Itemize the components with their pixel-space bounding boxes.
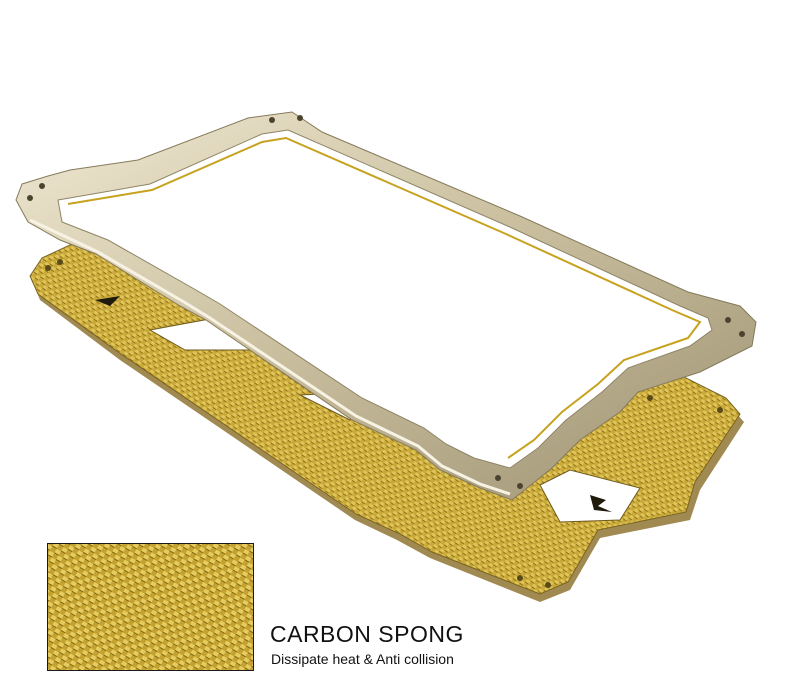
frame-highlight <box>29 218 511 496</box>
caption-subtitle: Dissipate heat & Anti collision <box>271 651 454 667</box>
carbon-texture-swatch <box>47 543 254 671</box>
caption-title: CARBON SPONG <box>270 621 464 647</box>
cutout-camera <box>539 469 641 523</box>
metal-bumper-frame <box>15 111 757 501</box>
plate-screw-holes <box>45 259 723 588</box>
frame-gold-rim <box>67 136 702 459</box>
frame-inner-opening <box>57 129 713 469</box>
frame-screw-holes <box>27 115 745 489</box>
